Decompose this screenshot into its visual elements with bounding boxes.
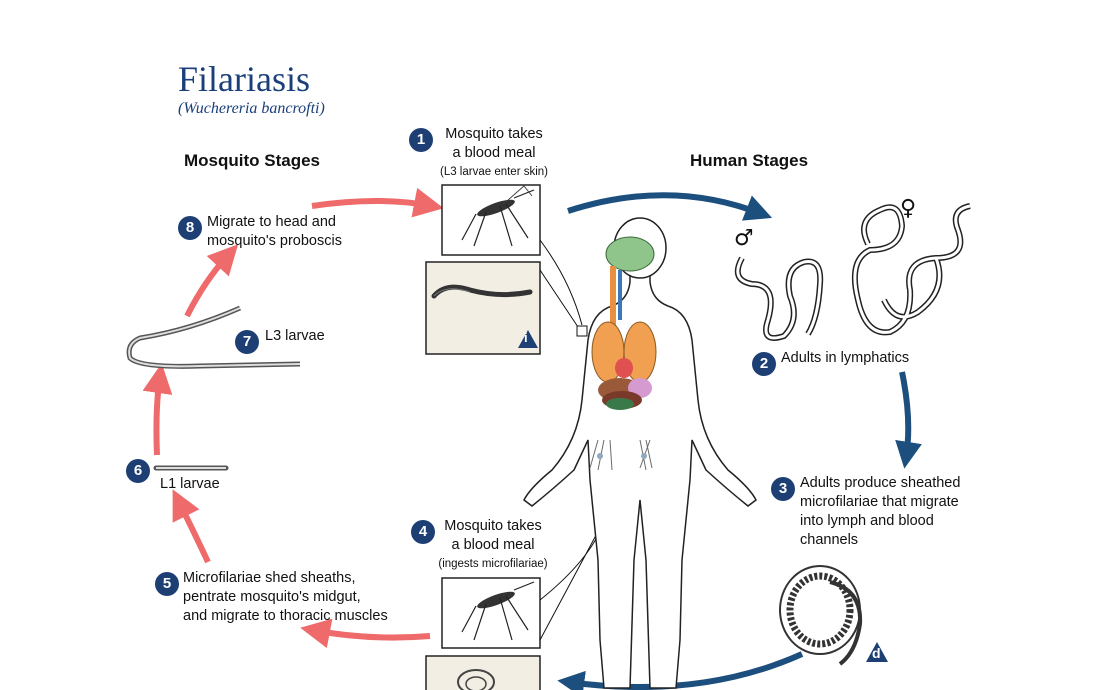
step-2-label: Adults in lymphatics [781, 350, 910, 366]
step-4-note: (ingests microfilariae) [438, 558, 548, 570]
human-body-illustration [523, 217, 757, 689]
mosquito-stages-heading: Mosquito Stages [184, 151, 321, 170]
step-5-line2: pentrate mosquito's midgut, [183, 589, 361, 605]
female-symbol: ♀ [900, 196, 917, 221]
infective-stage-letter: i [524, 330, 528, 345]
mosquito-image-4 [441, 577, 541, 649]
arrow-4-to-5 [300, 618, 431, 649]
step-8-line2: mosquito's proboscis [207, 233, 342, 249]
adult-worms-illustration [734, 203, 971, 341]
step-5-badge: 5 [155, 572, 179, 596]
step-5-line3: and migrate to thoracic muscles [183, 608, 388, 624]
arrow-6-to-7 [142, 363, 173, 456]
arrow-1-to-2 [567, 192, 773, 221]
diagnostic-stage-icon [866, 642, 888, 662]
step-8-line1: Migrate to head and [207, 214, 336, 230]
step-4-badge: 4 [411, 520, 435, 544]
step-3-badge: 3 [771, 477, 795, 501]
step-7-label: L3 larvae [265, 328, 325, 344]
arrow-to-step1 [311, 187, 444, 218]
step-4-line2: a blood meal [451, 537, 535, 553]
step-1-note: (L3 larvae enter skin) [439, 166, 549, 178]
step-3-line4: channels [800, 532, 859, 548]
step-1-badge: 1 [409, 128, 433, 152]
step-1-line2: a blood meal [452, 145, 536, 161]
diagnostic-stage-letter: d [872, 645, 881, 661]
arrow-7-to-8 [184, 244, 239, 318]
step-8-label: Migrate to head and mosquito's proboscis [207, 213, 342, 251]
step-4-label: Mosquito takes a blood meal (ingests mic… [428, 517, 558, 574]
step-6-badge: 6 [126, 459, 150, 483]
arrow-3-to-4 [557, 651, 804, 690]
mosquito-image-1 [441, 184, 541, 256]
step-3-line2: microfilariae that migrate [800, 494, 959, 510]
l3-larva-image [425, 261, 541, 355]
step-3-line3: into lymph and blood [800, 513, 934, 529]
step-6-label: L1 larvae [160, 476, 220, 492]
human-stages-heading: Human Stages [690, 151, 809, 170]
arrow-5-to-6 [172, 489, 211, 564]
connector-line-4b [539, 523, 603, 641]
step-7-badge: 7 [235, 330, 259, 354]
l3-larva-mosquito-illustration [126, 305, 301, 369]
infective-stage-icon [518, 330, 538, 348]
step-1-label: Mosquito takes a blood meal (L3 larvae e… [434, 125, 554, 182]
step-3-label: Adults produce sheathed microfilariae th… [800, 474, 960, 550]
diagram-title: Filariasis [178, 59, 310, 99]
step-5-line1: Microfilariae shed sheaths, [183, 570, 356, 586]
ingested-microfilaria-image [425, 655, 541, 690]
step-5-label: Microfilariae shed sheaths, pentrate mos… [183, 569, 388, 626]
skin-site-box-1 [576, 325, 588, 337]
step-1-line1: Mosquito takes [445, 126, 543, 142]
connector-line-1b [539, 269, 581, 331]
step-2-badge: 2 [752, 352, 776, 376]
connector-line-1 [539, 239, 583, 326]
step-8-badge: 8 [178, 216, 202, 240]
step-3-line1: Adults produce sheathed [800, 475, 961, 491]
sheathed-microfilaria-illustration [779, 565, 863, 666]
male-symbol: ♂ [734, 226, 754, 251]
diagram-subtitle: (Wuchereria bancrofti) [178, 100, 325, 117]
arrow-2-to-3 [895, 371, 922, 469]
step-4-line1: Mosquito takes [444, 518, 542, 534]
